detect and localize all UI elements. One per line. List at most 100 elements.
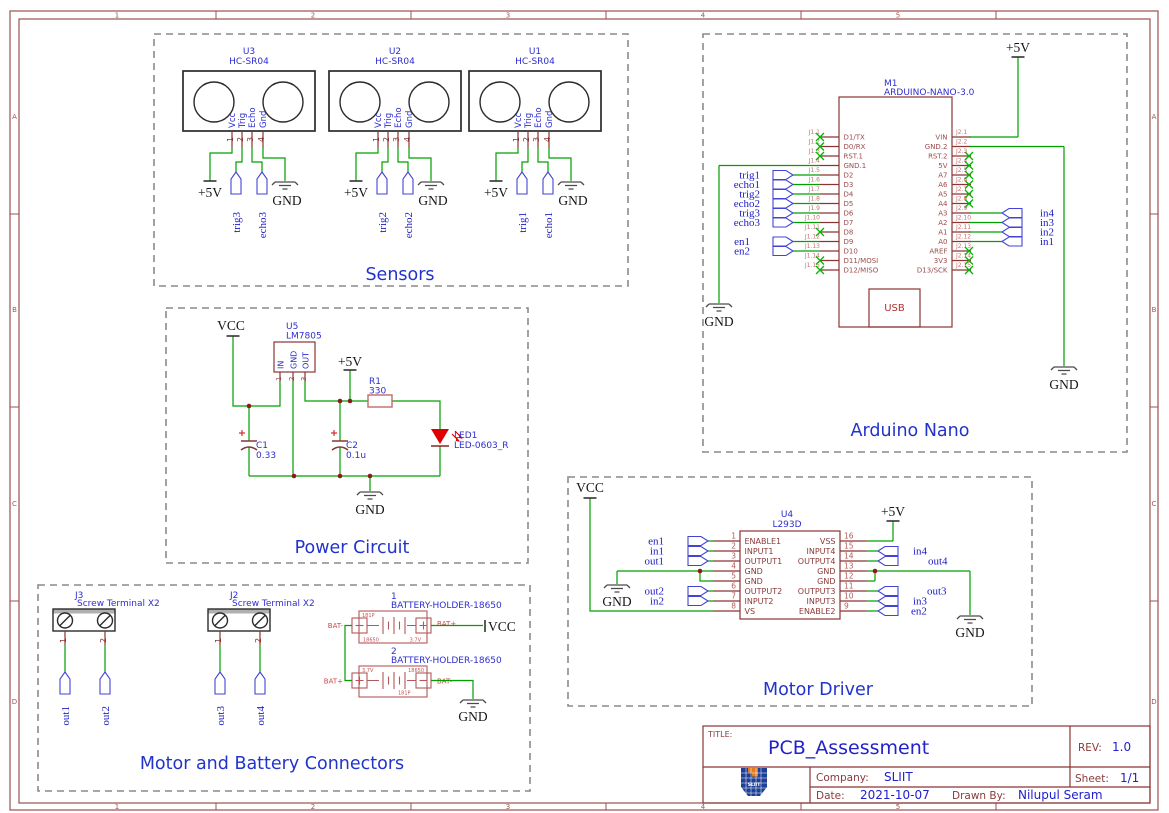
component-led1[interactable]: LED1 LED-0603_R (431, 429, 509, 451)
net-label[interactable]: echo2 (734, 198, 760, 210)
u3-wiring[interactable]: +5V GND trig3 echo3 (198, 148, 302, 238)
net-label[interactable]: in1 (650, 546, 664, 558)
ground-icon[interactable] (417, 181, 445, 190)
net-flag-icon[interactable] (214, 671, 226, 695)
port-gnd[interactable]: GND (602, 594, 631, 609)
port-vcc[interactable]: VCC (576, 480, 604, 495)
net-flag-icon[interactable] (772, 236, 794, 247)
motor-wiring[interactable]: VCC +5V GND GND en1 in1 out1 out2 in2 in… (576, 480, 985, 640)
net-flag-icon[interactable] (516, 171, 528, 195)
net-label[interactable]: in3 (1040, 217, 1055, 229)
ref-des[interactable]: J3 (74, 591, 83, 601)
part-name[interactable]: BATTERY-HOLDER-18650 (391, 656, 502, 666)
port-vcc[interactable]: VCC (488, 619, 516, 634)
port-5v[interactable]: +5V (198, 185, 222, 200)
drawn-by-value[interactable]: Nilupul Seram (1018, 788, 1103, 802)
ground-icon[interactable] (356, 491, 384, 500)
net-label[interactable]: in2 (1040, 227, 1054, 239)
net-label[interactable]: out4 (255, 706, 267, 726)
net-flag-icon[interactable] (772, 217, 794, 228)
net-flag-icon[interactable] (877, 605, 899, 617)
component-c2[interactable]: C2 0.1u (331, 430, 366, 461)
component-u1[interactable]: U1 HC-SR04 Vcc Trig Echo Gnd 1 2 3 4 (468, 47, 602, 148)
net-label[interactable]: echo2 (403, 212, 415, 238)
part-name[interactable]: HC-SR04 (229, 57, 269, 67)
net-flag-icon[interactable] (687, 595, 709, 607)
net-label[interactable]: out1 (644, 556, 664, 568)
net-flag-icon[interactable] (772, 198, 794, 209)
sheet-title[interactable]: PCB_Assessment (768, 737, 929, 759)
net-label[interactable]: in3 (913, 596, 928, 608)
section-title-motor[interactable]: Motor Driver (763, 680, 874, 700)
net-flag-icon[interactable] (542, 171, 554, 195)
net-flag-icon[interactable] (877, 585, 899, 597)
port-gnd[interactable]: GND (1049, 377, 1078, 392)
part-name[interactable]: BATTERY-HOLDER-18650 (391, 601, 502, 611)
net-label[interactable]: trig2 (377, 212, 389, 233)
ref-des[interactable]: 2 (391, 647, 397, 657)
port-5v[interactable]: +5V (344, 185, 368, 200)
net-label[interactable]: en1 (648, 536, 664, 548)
ref-des[interactable]: C1 (256, 441, 268, 451)
ground-icon[interactable] (459, 699, 487, 708)
net-flag-icon[interactable] (230, 171, 242, 195)
part-name[interactable]: HC-SR04 (375, 57, 415, 67)
net-label[interactable]: trig1 (739, 170, 760, 182)
net-flag-icon[interactable] (772, 207, 794, 219)
port-gnd[interactable]: GND (704, 314, 733, 329)
net-label[interactable]: en2 (911, 606, 927, 618)
net-flag-icon[interactable] (877, 595, 899, 607)
value[interactable]: 0.33 (256, 451, 276, 461)
ref-des[interactable]: 1 (391, 592, 397, 602)
j3-wiring[interactable]: out1 out2 (59, 645, 112, 726)
ground-icon[interactable] (705, 303, 733, 312)
port-gnd[interactable]: GND (558, 193, 587, 208)
net-label[interactable]: echo1 (734, 179, 760, 191)
ground-icon[interactable] (557, 181, 585, 190)
net-label[interactable]: echo3 (257, 212, 269, 239)
net-flag-icon[interactable] (772, 179, 794, 190)
net-flag-icon[interactable] (1001, 226, 1023, 238)
date-value[interactable]: 2021-10-07 (860, 788, 930, 802)
port-gnd[interactable]: GND (272, 193, 301, 208)
ground-icon[interactable] (603, 584, 631, 593)
ref-des[interactable]: U4 (781, 510, 794, 520)
section-title-arduino[interactable]: Arduino Nano (851, 421, 970, 441)
battery-wiring[interactable]: VCC GND (344, 619, 516, 724)
net-flag-icon[interactable] (772, 188, 794, 200)
ref-des[interactable]: C2 (346, 441, 358, 451)
net-flag-icon[interactable] (1001, 217, 1023, 228)
port-5v[interactable]: +5V (1006, 40, 1030, 55)
net-flag-icon[interactable] (687, 535, 709, 547)
net-flag-icon[interactable] (402, 171, 414, 195)
ground-icon[interactable] (956, 615, 984, 624)
part-name[interactable]: HC-SR04 (515, 57, 555, 67)
net-label[interactable]: in2 (650, 596, 664, 608)
part-name[interactable]: Screw Terminal X2 (77, 599, 160, 609)
net-flag-icon[interactable] (59, 671, 71, 695)
net-flag-icon[interactable] (254, 671, 266, 695)
net-flag-icon[interactable] (772, 169, 794, 181)
component-u3[interactable]: U3 HC-SR04 Vcc Trig Echo Gnd 1 2 3 4 (182, 47, 316, 148)
part-name[interactable]: LM7805 (286, 332, 322, 342)
part-name[interactable]: Screw Terminal X2 (232, 599, 315, 609)
port-vcc[interactable]: VCC (217, 318, 245, 333)
component-u4[interactable]: U4 L293D ENABLE1 INPUT1 OUTPUT1 GND GND … (713, 510, 867, 620)
net-flag-icon[interactable] (687, 555, 709, 567)
net-flag-icon[interactable] (687, 545, 709, 557)
net-flag-icon[interactable] (99, 671, 111, 695)
net-label[interactable]: trig1 (517, 212, 529, 233)
arduino-wiring[interactable]: +5V GND GND trig1 echo1 trig2 e (704, 40, 1078, 392)
section-title-connectors[interactable]: Motor and Battery Connectors (140, 754, 404, 774)
net-flag-icon[interactable] (256, 171, 268, 195)
net-label[interactable]: in1 (1040, 236, 1054, 248)
ref-des[interactable]: J2 (229, 591, 238, 601)
port-5v[interactable]: +5V (881, 504, 905, 519)
component-u2[interactable]: U2 HC-SR04 Vcc Trig Echo Gnd 1 2 3 4 (328, 47, 462, 148)
section-title-power[interactable]: Power Circuit (295, 538, 410, 558)
power-wiring[interactable]: VCC +5V GND (217, 318, 441, 517)
j2-wiring[interactable]: out3 out4 (214, 645, 267, 726)
part-name[interactable]: L293D (772, 520, 801, 530)
ref-des[interactable]: R1 (369, 377, 381, 387)
